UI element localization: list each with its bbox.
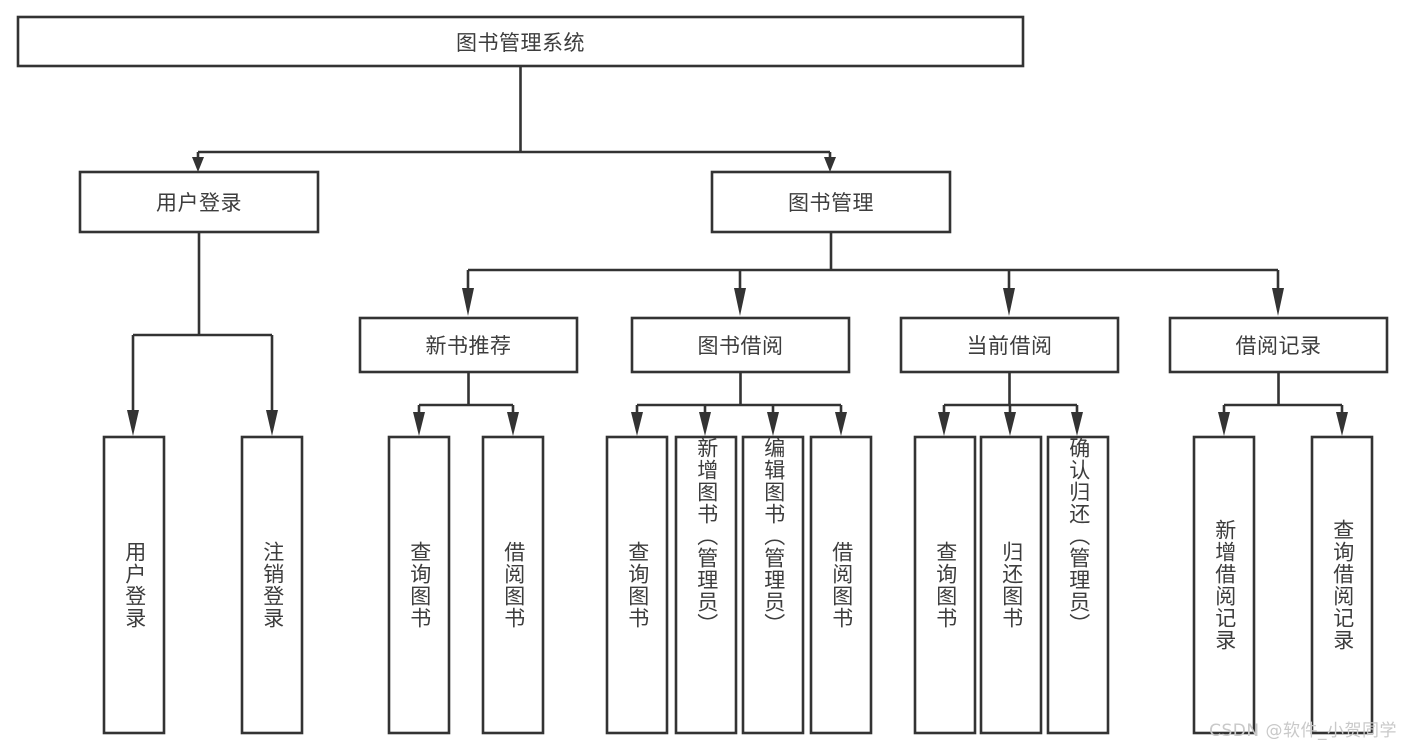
leaf-box-book-borrow-1[interactable]	[605, 435, 669, 735]
leaf-box-current-borrow-1[interactable]	[913, 435, 977, 735]
leaf-box-book-borrow-2[interactable]	[674, 435, 738, 735]
arrowhead-book-borrow-leaf-2	[699, 412, 711, 436]
arrowhead-book-borrow-leaf-3	[767, 412, 779, 436]
arrowhead-user-login-leaf-1	[127, 410, 139, 436]
leaf-box-book-borrow-4[interactable]	[809, 435, 873, 735]
arrowhead-to-borrow-record	[1272, 288, 1284, 316]
leaf-box-borrow-record-1[interactable]	[1192, 435, 1256, 735]
arrowhead-book-borrow-leaf-1	[631, 412, 643, 436]
leaf-box-user-login-2[interactable]	[240, 435, 304, 735]
arrowhead-to-user-login	[192, 157, 204, 172]
arrowhead-to-current-borrow	[1003, 288, 1015, 316]
leaf-box-borrow-record-2[interactable]	[1310, 435, 1374, 735]
node-root-box[interactable]	[16, 15, 1025, 68]
arrowhead-new-book-leaf-1	[413, 412, 425, 436]
leaf-box-current-borrow-3[interactable]	[1046, 435, 1110, 735]
arrowhead-book-borrow-leaf-4	[835, 412, 847, 436]
arrowhead-borrow-record-leaf-2	[1336, 412, 1348, 436]
node-book-borrow-box[interactable]	[630, 316, 851, 374]
node-borrow-record-box[interactable]	[1168, 316, 1389, 374]
arrowhead-to-book-borrow	[734, 288, 746, 316]
node-current-borrow-box[interactable]	[899, 316, 1120, 374]
leaf-box-new-book-1[interactable]	[387, 435, 451, 735]
leaf-box-book-borrow-3[interactable]	[741, 435, 805, 735]
arrowhead-borrow-record-leaf-1	[1218, 412, 1230, 436]
arrowhead-current-borrow-leaf-3	[1071, 412, 1083, 436]
arrowhead-current-borrow-leaf-1	[938, 412, 950, 436]
arrowhead-current-borrow-leaf-2	[1004, 412, 1016, 436]
leaf-box-new-book-2[interactable]	[481, 435, 545, 735]
arrowhead-new-book-leaf-2	[507, 412, 519, 436]
arrowhead-to-book-mgmt	[824, 157, 836, 172]
node-new-book-box[interactable]	[358, 316, 579, 374]
leaf-box-user-login-1[interactable]	[102, 435, 166, 735]
arrowhead-to-new-book	[462, 288, 474, 316]
node-user-login-box[interactable]	[78, 170, 320, 234]
node-book-mgmt-box[interactable]	[710, 170, 952, 234]
leaf-box-current-borrow-2[interactable]	[979, 435, 1043, 735]
arrowhead-user-login-leaf-2	[266, 410, 278, 436]
csdn-watermark: CSDN @软件_小贺同学	[1209, 721, 1397, 741]
